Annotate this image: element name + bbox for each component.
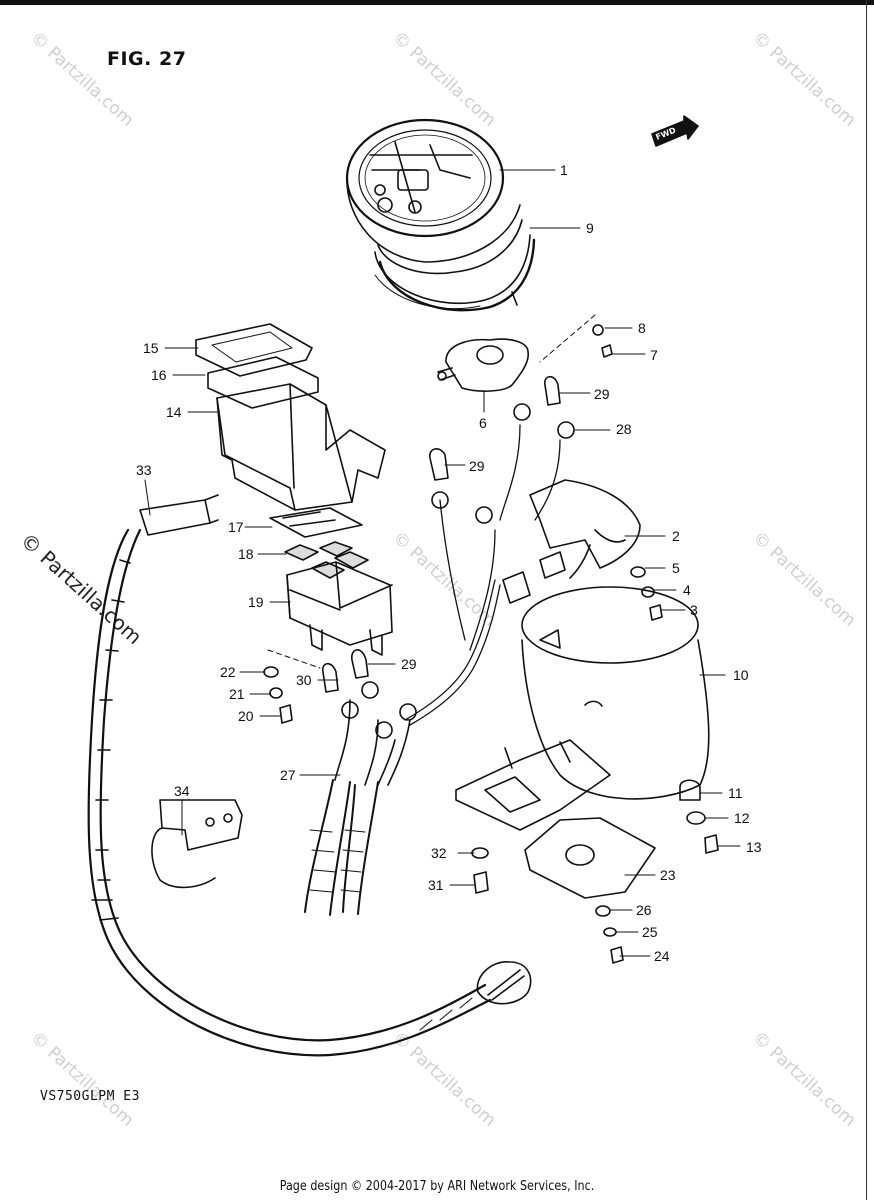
speedometer-assembly xyxy=(345,118,536,312)
callout-31: 31 xyxy=(428,877,444,893)
callout-7: 7 xyxy=(650,347,658,363)
callout-4: 4 xyxy=(683,582,691,598)
model-code: VS750GLPM E3 xyxy=(40,1089,140,1104)
callout-29: 29 xyxy=(401,656,417,672)
callout-11: 11 xyxy=(728,785,743,801)
callout-5: 5 xyxy=(672,560,680,576)
callout-25: 25 xyxy=(642,924,658,940)
case-mount-bracket xyxy=(455,739,611,831)
callout-20: 20 xyxy=(238,708,254,724)
callout-1: 1 xyxy=(560,162,568,178)
footer-copyright: Page design © 2004-2017 by ARI Network S… xyxy=(279,1179,595,1194)
callout-27: 27 xyxy=(280,767,296,783)
callout-30: 30 xyxy=(296,672,312,688)
fwd-arrow-icon: FWD xyxy=(651,115,699,147)
callout-21: 21 xyxy=(229,686,245,702)
leader-lines xyxy=(144,169,741,957)
bracket-cover xyxy=(524,817,656,899)
callout-33: 33 xyxy=(136,462,152,478)
callout-2: 2 xyxy=(672,528,680,544)
top-border xyxy=(0,0,874,5)
callout-23: 23 xyxy=(660,867,676,883)
meter-bracket xyxy=(437,338,530,392)
callout-29: 29 xyxy=(594,386,610,402)
callout-28: 28 xyxy=(616,421,632,437)
callout-12: 12 xyxy=(734,810,750,826)
right-border xyxy=(866,0,867,1200)
callout-10: 10 xyxy=(733,667,749,683)
callout-19: 19 xyxy=(248,594,264,610)
callout-17: 17 xyxy=(228,519,244,535)
hardware xyxy=(263,324,719,964)
callout-24: 24 xyxy=(654,948,670,964)
callout-29: 29 xyxy=(469,458,485,474)
callout-9: 9 xyxy=(586,220,594,236)
callout-3: 3 xyxy=(690,602,698,618)
callout-34: 34 xyxy=(174,783,190,799)
callout-16: 16 xyxy=(151,367,167,383)
callout-32: 32 xyxy=(431,845,447,861)
callout-6: 6 xyxy=(479,415,487,431)
speedometer-cable xyxy=(87,494,532,1057)
electrical-unit xyxy=(529,479,641,569)
wiring-harness xyxy=(304,424,591,916)
guide-lines xyxy=(267,314,596,669)
callout-26: 26 xyxy=(636,902,652,918)
callout-15: 15 xyxy=(143,340,159,356)
meter-case xyxy=(521,586,710,800)
callout-13: 13 xyxy=(746,839,762,855)
bulb-sockets xyxy=(322,375,575,739)
indicator-socket-set xyxy=(269,507,393,656)
indicator-housing xyxy=(195,323,386,511)
figure-title: FIG. 27 xyxy=(107,48,187,70)
callout-8: 8 xyxy=(638,320,646,336)
callout-18: 18 xyxy=(238,546,254,562)
cable-clamp xyxy=(151,799,243,889)
callout-22: 22 xyxy=(220,664,236,680)
callout-14: 14 xyxy=(166,404,182,420)
